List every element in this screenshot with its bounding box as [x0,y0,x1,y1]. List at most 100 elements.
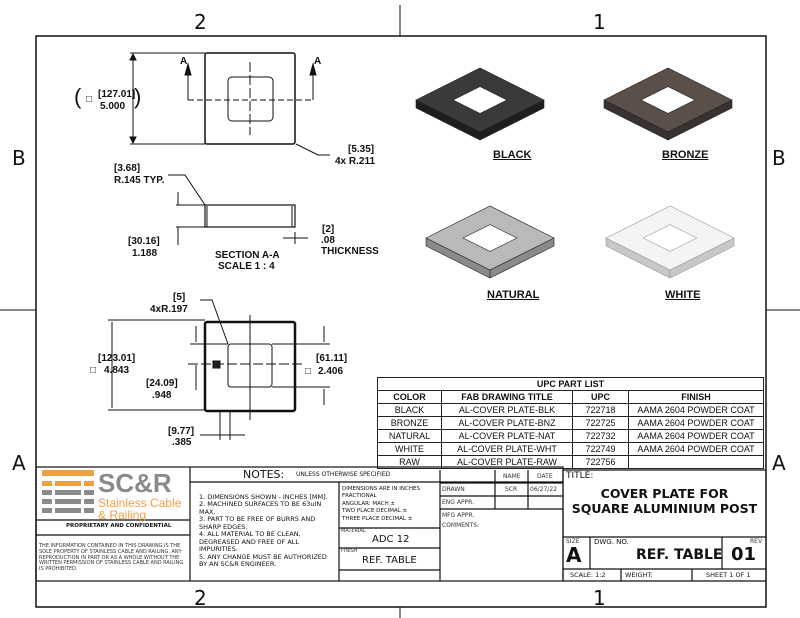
upc-cell: AAMA 2604 POWDER COAT [628,416,764,430]
upc-cell: NATURAL [377,429,442,443]
tolerance-item: FRACTIONAL [342,493,377,500]
tolerance-item: ANGULAR: MACH ± [342,500,396,507]
logo-line2: & Railing [98,508,147,522]
zone-label-bottom-1: 1 [593,586,606,610]
drawing-title-line1: COVER PLATE FOR [600,486,729,501]
comments-label: COMMENTS: [442,522,480,529]
bottom-view [108,299,330,440]
drawn-name: SCR [505,486,518,493]
upc-cell: 722749 [572,442,629,456]
proprietary-label: PROPRIETARY AND CONFIDENTIAL [66,523,172,529]
logo-text: SC&R [98,468,172,498]
name-header: NAME [503,473,521,480]
upc-cell: 722732 [572,429,629,443]
upc-cell: AAMA 2604 POWDER COAT [628,403,764,417]
thickness-in: .08 [321,235,335,246]
square-symbol: □ [90,365,97,376]
title-label: TITLE: [566,471,594,481]
notes-subtitle: UNLESS OTHERWISE SPECIFIED [296,471,391,478]
thickness-mm: [2] [322,224,335,235]
logo-line1: Stainless Cable [98,496,182,510]
plate-hole [452,86,508,114]
upc-cell: 722756 [572,455,629,469]
plate-render-white [605,205,735,279]
note-item: 5. ANY CHANGE MUST BE AUTHORIZED BY AN S… [199,552,327,569]
drawn-date: 06/27/22 [530,486,557,493]
upc-cell [628,455,764,469]
upc-cell: WHITE [377,442,442,456]
inner-radius-in: 4xR.197 [150,304,188,315]
square-symbol: □ [86,94,93,105]
eng-appr-label: ENG APPR. [442,499,475,506]
corner-radius-in: 4x R.211 [335,156,376,167]
tolerance-item: DIMENSIONS ARE IN INCHES [342,486,420,492]
finish-value: REF. TABLE [362,555,417,566]
upc-part-list-table: UPC PART LIST COLOR FAB DRAWING TITLE UP… [377,377,764,469]
section-radius-mm: [3.68] [114,163,141,174]
logo-mark [42,470,94,513]
plate-hole [640,86,696,114]
plate-render-bronze [603,67,733,141]
product-renders [415,67,735,279]
upc-header-fab-title: FAB DRAWING TITLE [441,390,573,404]
section-scale: SCALE 1 : 4 [218,261,275,272]
section-height-mm: [30.16] [128,236,160,247]
tolerance-item: TWO PLACE DECIMAL ± [342,508,408,515]
section-marker-left: A [180,56,188,67]
offset-mm: [24.09] [146,378,178,389]
zone-label-right-b: B [772,146,786,170]
upc-cell: 722725 [572,416,629,430]
rev-value: 01 [731,544,757,565]
mfg-appr-label: MFG APPR. [442,512,475,519]
upc-cell: BLACK [377,403,442,417]
zone-label-top-2: 2 [194,10,207,34]
plate-render-natural [425,205,555,279]
tab-width-in: .385 [172,437,192,448]
plate-render-black [415,67,545,141]
zone-label-bottom-2: 2 [194,586,207,610]
material-value: ADC 12 [372,534,410,545]
top-view [129,52,330,156]
dwg-no-label: DWG. NO. [594,538,629,546]
zone-ticks [0,5,800,618]
upc-header-finish: FINISH [628,390,764,404]
upc-header-color: COLOR [377,390,442,404]
thickness-label: THICKNESS [321,246,379,257]
inner-radius-mm: [5] [173,292,186,303]
square-symbol: □ [305,366,312,377]
paren-open: ( [74,84,82,109]
plate-hole [642,224,698,252]
plate-label-white: WHITE [665,289,701,301]
section-radius-in: R.145 TYP. [114,175,165,186]
inner-size-in: 2.406 [318,366,344,377]
dim-size-mm: [127.01] [98,89,136,100]
note-item: 4. ALL MATERIAL TO BE CLEAN, DEGREASED A… [199,530,301,554]
section-marker-right: A [314,56,322,67]
drawn-label: DRAWN [442,486,465,493]
plate-label-black: BLACK [493,149,532,161]
scale-value: SCALE: 1:2 [570,571,606,579]
drawing-title-line2: SQUARE ALUMINIUM POST [571,501,758,516]
zone-label-right-a: A [772,451,786,475]
drawing-border [35,35,767,608]
disclaimer-text: THE INFORMATION CONTAINED IN THIS DRAWIN… [39,543,184,572]
note-item: 1. DIMENSIONS SHOWN - INCHES [MM]. [199,493,328,501]
upc-header-upc: UPC [572,390,629,404]
note-item: 2. MACHINED SURFACES TO BE 63uIN MAX. [199,500,322,516]
plate-label-natural: NATURAL [487,289,540,301]
zone-label-left-a: A [12,451,26,475]
offset-in: .948 [152,390,172,401]
upc-cell: AL-COVER PLATE-BNZ [441,416,573,430]
plate-label-bronze: BRONZE [662,149,709,161]
zone-label-left-b: B [12,146,26,170]
size-label: SIZE [566,538,580,545]
upc-cell: AL-COVER PLATE-RAW [441,455,573,469]
notes-list: 1. DIMENSIONS SHOWN - INCHES [MM].2. MAC… [199,493,334,569]
finish-label: FINISH [341,548,358,554]
upc-cell: AL-COVER PLATE-BLK [441,403,573,417]
upc-cell: AL-COVER PLATE-NAT [441,429,573,443]
upc-cell: 722718 [572,403,629,417]
